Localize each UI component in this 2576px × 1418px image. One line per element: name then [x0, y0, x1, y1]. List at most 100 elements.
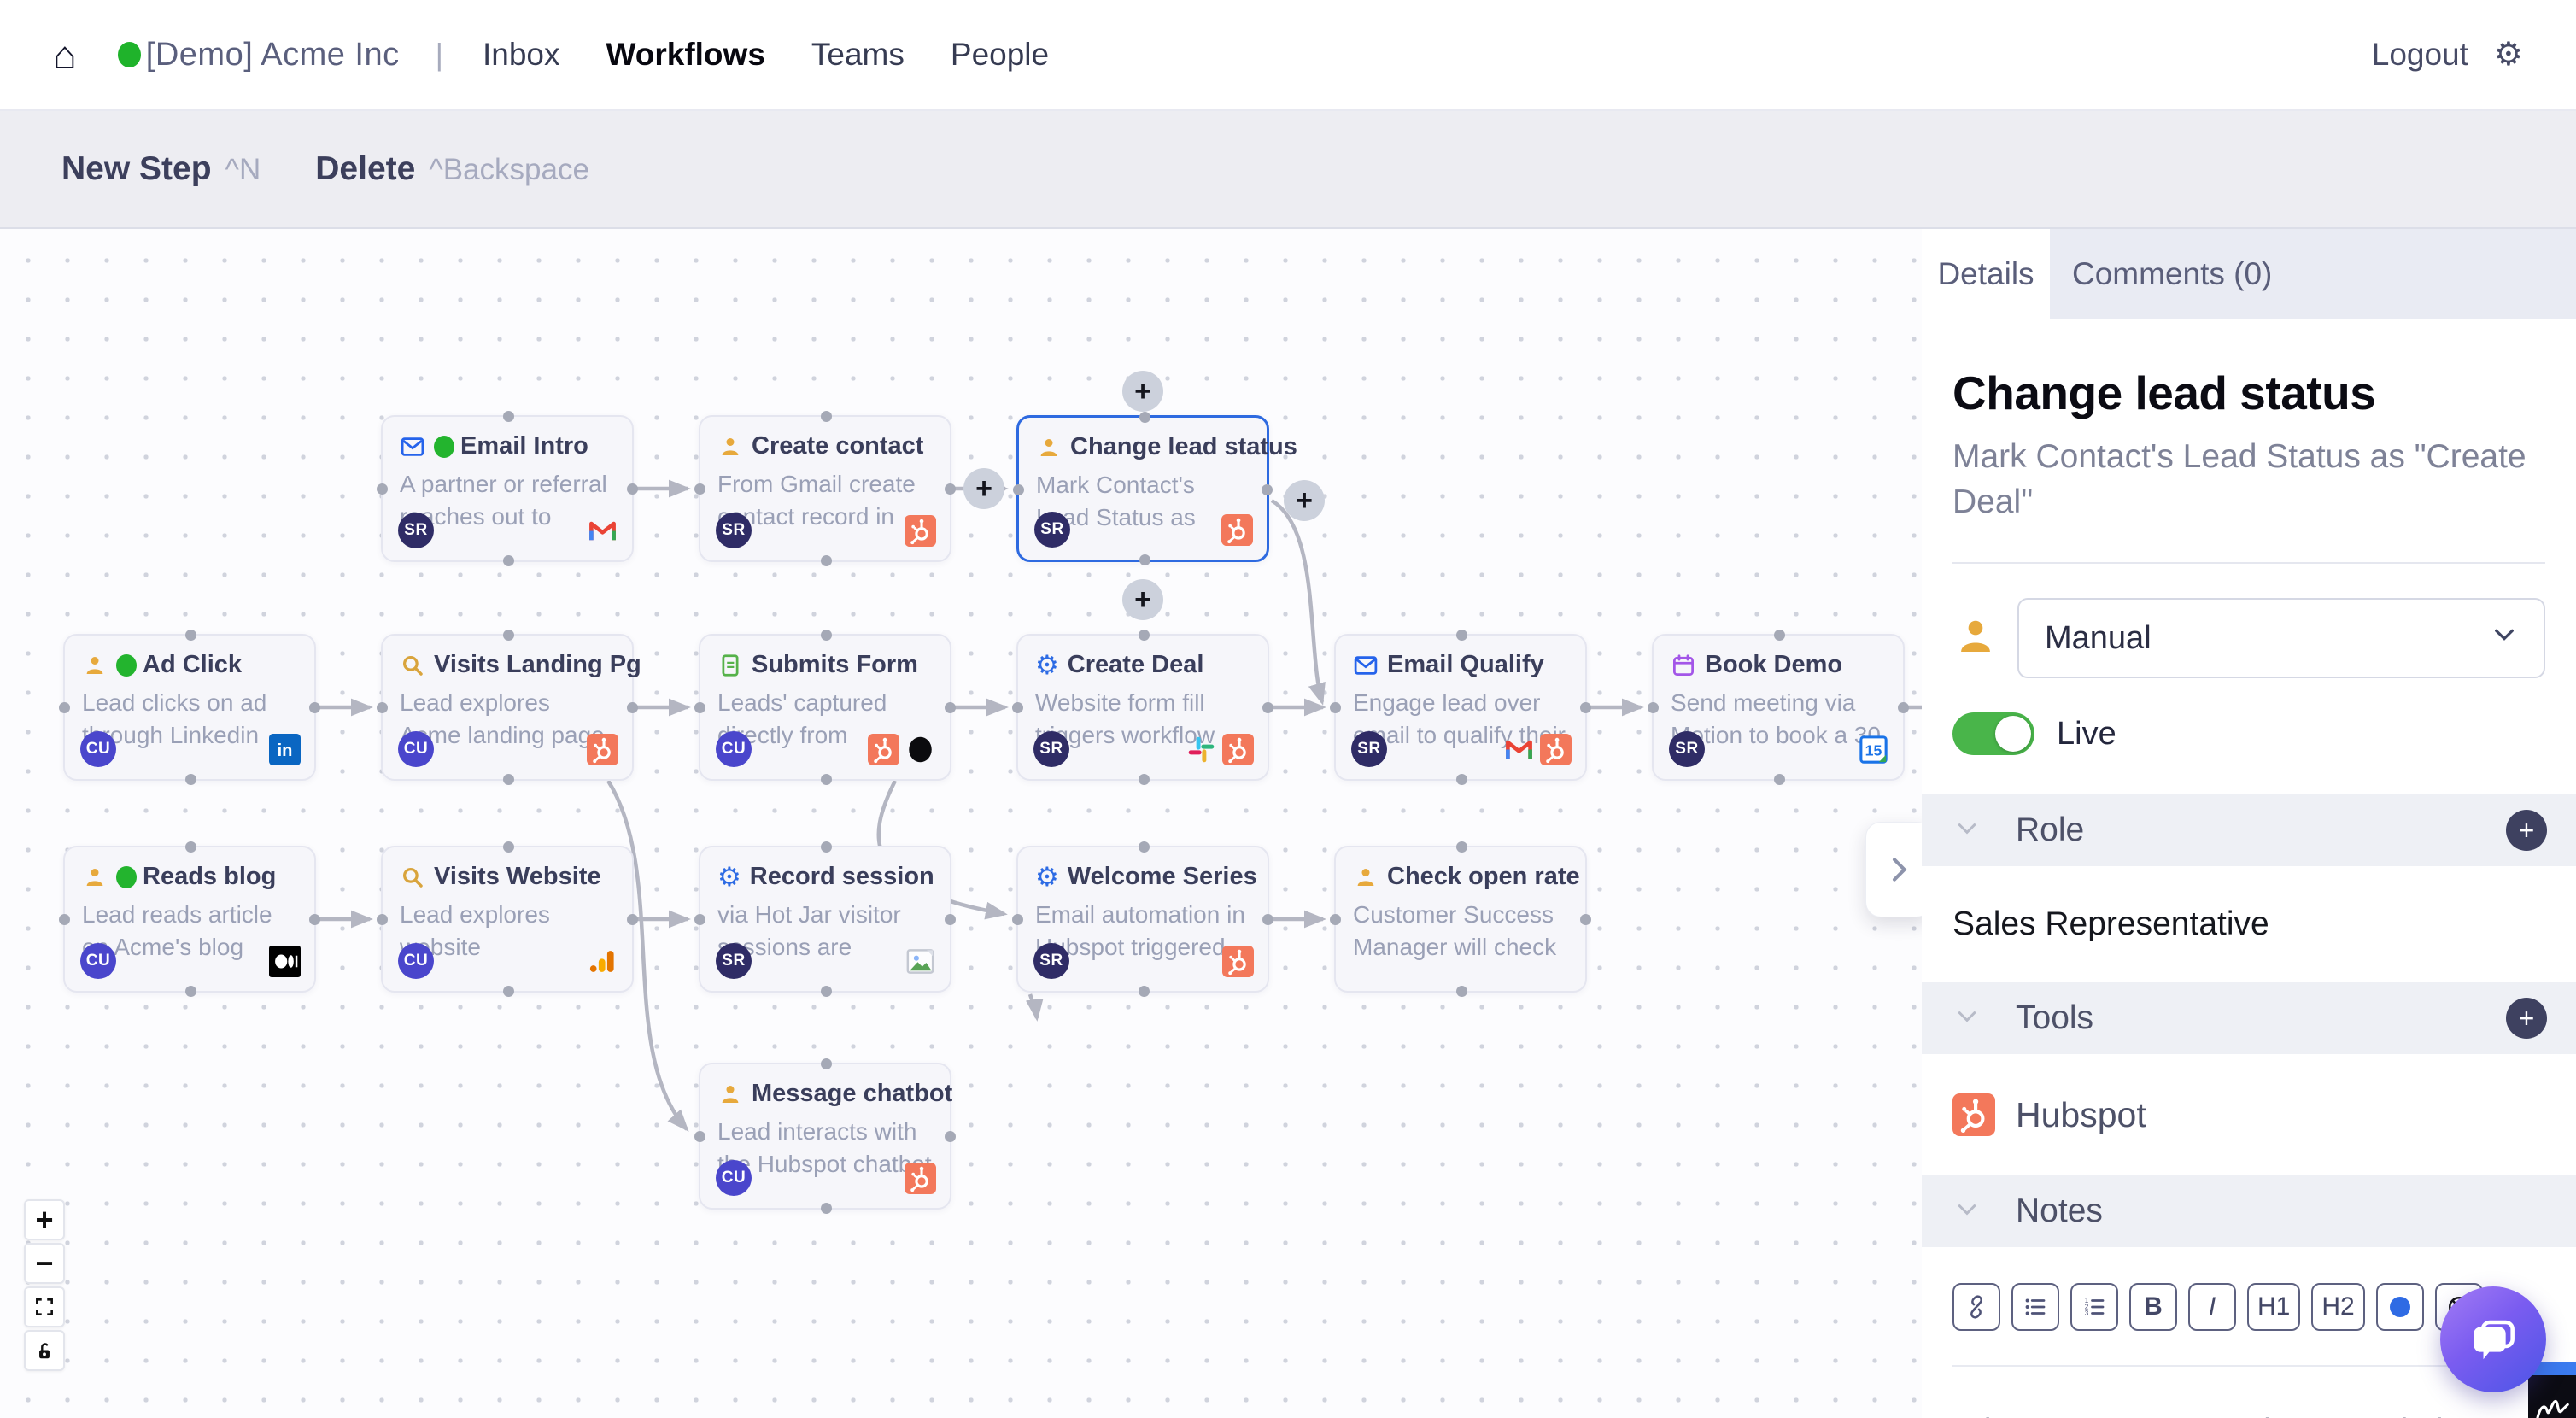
- add-step-handle-bottom[interactable]: +: [1122, 579, 1163, 620]
- connector-dot-right[interactable]: [945, 483, 956, 495]
- add-step-handle-top[interactable]: +: [1122, 371, 1163, 412]
- format-h1-button[interactable]: H1: [2247, 1283, 2301, 1331]
- section-tools[interactable]: Tools +: [1922, 982, 2576, 1054]
- add-role-button[interactable]: +: [2506, 810, 2547, 851]
- gear-icon[interactable]: ⚙: [2493, 37, 2523, 73]
- home-icon[interactable]: ⌂: [53, 32, 77, 77]
- connector-dot-left[interactable]: [377, 702, 388, 713]
- tab-details[interactable]: Details: [1922, 229, 2050, 319]
- connector-dot-top[interactable]: [1456, 630, 1467, 641]
- connector-dot-top[interactable]: [503, 411, 514, 422]
- connector-dot-left[interactable]: [1330, 702, 1341, 713]
- connector-dot-bottom[interactable]: [1456, 986, 1467, 997]
- connector-dot-top[interactable]: [503, 841, 514, 853]
- connector-dot-right[interactable]: [1262, 914, 1273, 925]
- connector-dot-bottom[interactable]: [185, 986, 196, 997]
- connector-dot-top[interactable]: [1456, 841, 1467, 853]
- connector-dot-top[interactable]: [185, 630, 196, 641]
- live-toggle[interactable]: [1952, 712, 2034, 755]
- connector-dot-bottom[interactable]: [1456, 774, 1467, 785]
- connector-dot-bottom[interactable]: [1139, 554, 1150, 565]
- connector-dot-top[interactable]: [185, 841, 196, 853]
- delete-button[interactable]: Delete ^Backspace: [315, 150, 589, 187]
- connector-dot-bottom[interactable]: [1774, 774, 1785, 785]
- nav-item-teams[interactable]: Teams: [811, 37, 905, 72]
- connector-dot-right[interactable]: [1262, 702, 1273, 713]
- zoom-out-button[interactable]: −: [24, 1243, 65, 1284]
- panel-collapse-button[interactable]: [1865, 822, 1932, 917]
- connector-dot-bottom[interactable]: [1139, 774, 1150, 785]
- connector-dot-left[interactable]: [59, 702, 70, 713]
- connector-dot-top[interactable]: [1139, 630, 1150, 641]
- connector-dot-right[interactable]: [945, 914, 956, 925]
- add-step-handle-right[interactable]: +: [1284, 480, 1325, 521]
- format-color-dot-button[interactable]: [2375, 1283, 2424, 1331]
- connector-dot-left[interactable]: [1648, 702, 1659, 713]
- connector-dot-bottom[interactable]: [503, 774, 514, 785]
- connector-dot-left[interactable]: [694, 914, 705, 925]
- fit-view-button[interactable]: [24, 1286, 65, 1327]
- connector-dot-left[interactable]: [1012, 702, 1023, 713]
- connector-dot-left[interactable]: [694, 483, 705, 495]
- connector-dot-bottom[interactable]: [821, 986, 832, 997]
- connector-dot-bottom[interactable]: [821, 774, 832, 785]
- connector-dot-top[interactable]: [503, 630, 514, 641]
- connector-dot-bottom[interactable]: [1139, 986, 1150, 997]
- format-link-button[interactable]: [1952, 1283, 2000, 1331]
- connector-dot-top[interactable]: [821, 630, 832, 641]
- section-notes[interactable]: Notes: [1922, 1175, 2576, 1247]
- connector-dot-top[interactable]: [1139, 841, 1150, 853]
- connector-dot-left[interactable]: [377, 914, 388, 925]
- connector-dot-right[interactable]: [945, 1131, 956, 1142]
- connector-dot-right[interactable]: [627, 483, 638, 495]
- connector-dot-top[interactable]: [821, 411, 832, 422]
- lock-open-button[interactable]: [24, 1330, 65, 1371]
- connector-dot-left[interactable]: [59, 914, 70, 925]
- connector-dot-right[interactable]: [627, 914, 638, 925]
- connector-dot-right[interactable]: [945, 702, 956, 713]
- connector-dot-right[interactable]: [1262, 484, 1273, 495]
- nav-item-workflows[interactable]: Workflows: [606, 37, 765, 72]
- nav-item-people[interactable]: People: [950, 37, 1050, 72]
- connector-dot-right[interactable]: [1580, 702, 1591, 713]
- tab-comments[interactable]: Comments (0): [2050, 229, 2576, 319]
- workspace-brand[interactable]: [Demo] Acme Inc: [117, 37, 400, 73]
- zoom-in-button[interactable]: +: [24, 1199, 65, 1240]
- nav-item-inbox[interactable]: Inbox: [482, 37, 560, 72]
- connector-dot-right[interactable]: [1580, 914, 1591, 925]
- add-step-handle-left-gap[interactable]: +: [963, 468, 1004, 509]
- connector-dot-bottom[interactable]: [821, 1203, 832, 1214]
- notes-text[interactable]: When a new contact is created, the Sales…: [1952, 1406, 2545, 1418]
- chat-widget-button[interactable]: [2440, 1286, 2546, 1392]
- connector-dot-bottom[interactable]: [503, 555, 514, 566]
- connector-dot-bottom[interactable]: [185, 774, 196, 785]
- motion-widget[interactable]: [2528, 1362, 2576, 1418]
- connector-dot-left[interactable]: [1013, 484, 1024, 495]
- connector-dot-right[interactable]: [627, 702, 638, 713]
- connector-dot-left[interactable]: [694, 702, 705, 713]
- connector-dot-top[interactable]: [821, 841, 832, 853]
- connector-dot-top[interactable]: [1774, 630, 1785, 641]
- connector-dot-left[interactable]: [377, 483, 388, 495]
- connector-dot-bottom[interactable]: [821, 555, 832, 566]
- format-bullet-list-button[interactable]: [2011, 1283, 2059, 1331]
- connector-dot-bottom[interactable]: [503, 986, 514, 997]
- connector-dot-left[interactable]: [1330, 914, 1341, 925]
- format-italic-button[interactable]: I: [2188, 1283, 2236, 1331]
- add-tool-button[interactable]: +: [2506, 998, 2547, 1039]
